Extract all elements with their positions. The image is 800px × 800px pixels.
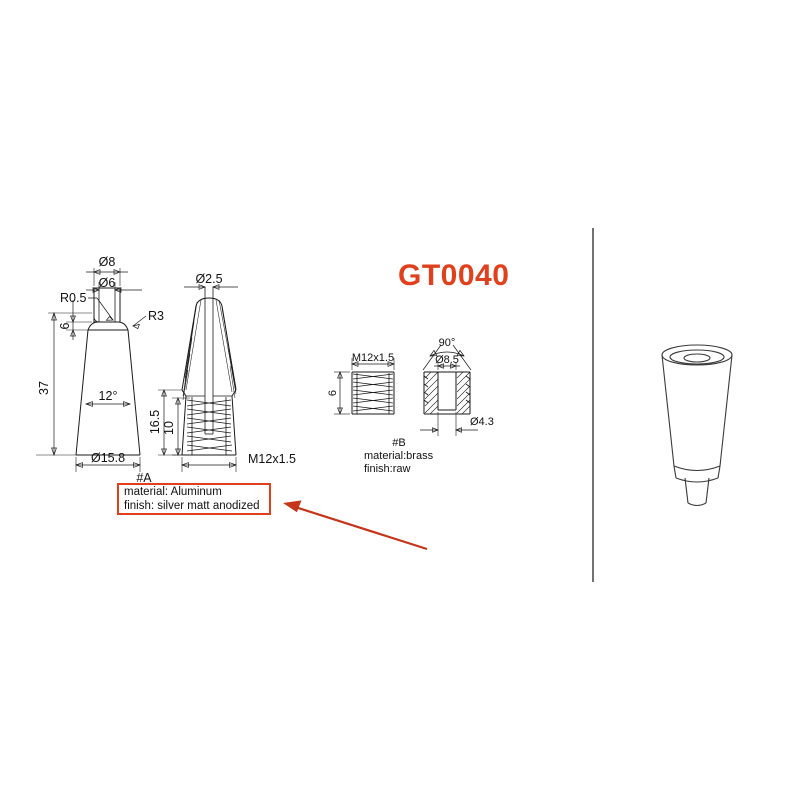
dim-label-thread-spec-a: M12x1.5 [248, 452, 296, 466]
note-a-box: material: Aluminum finish: silver matt a… [117, 483, 271, 515]
dim-label-r05: R0.5 [60, 291, 86, 305]
note-a-finish: finish: silver matt anodized [124, 500, 260, 512]
view-a-geometry [75, 287, 141, 456]
dim-label-taper-angle: 12° [99, 389, 118, 403]
note-a-border [117, 483, 271, 515]
dim-label-countersink-dia: Ø8.5 [435, 354, 459, 366]
note-a-material: material: Aluminum [124, 486, 222, 498]
dim-label-thread-length: 10 [162, 421, 176, 435]
dim-bore-dia: Ø2.5 [184, 272, 238, 290]
dim-label-top-inner-dia: Ø6 [99, 276, 116, 290]
page-title: GT0040 [398, 259, 509, 292]
dim-thread-depth-total: 16.5 [148, 389, 182, 456]
view-a-section-geometry [181, 287, 237, 456]
view-b-finish: finish:raw [364, 463, 411, 475]
dim-label-neck-height: 6 [58, 322, 72, 329]
dim-label-r3: R3 [148, 309, 164, 323]
product-render [661, 344, 733, 507]
view-a-label: #A [136, 471, 152, 485]
dim-top-outer-dia: Ø8 [86, 255, 128, 286]
dim-label-top-outer-dia: Ø8 [99, 255, 116, 269]
dim-thread-length: 10 [162, 397, 190, 456]
dim-label-base-dia: Ø15.8 [91, 451, 125, 465]
dim-label-thread-depth-total: 16.5 [148, 410, 162, 434]
dim-label-bore-dia: Ø2.5 [195, 272, 222, 286]
dim-through-dia: Ø4.3 [420, 412, 494, 436]
dim-thread-spec-a: M12x1.5 [180, 452, 296, 472]
dim-top-inner-dia: Ø6 [86, 276, 142, 293]
callout-arrow-head [283, 500, 302, 513]
view-b-section-geometry [423, 371, 471, 415]
dim-label-thread-spec-b: M12x1.5 [352, 352, 394, 364]
view-b-material: material:brass [364, 450, 434, 462]
dim-label-through-dia: Ø4.3 [470, 416, 494, 428]
dim-neck-height: 6 [58, 300, 92, 340]
dim-label-insert-height: 6 [327, 390, 339, 396]
dim-base-dia: Ø15.8 [74, 451, 142, 472]
leader-r3: R3 [132, 309, 164, 330]
dim-insert-height: 6 [327, 371, 350, 415]
view-b-side-geometry [351, 371, 395, 415]
dim-countersink-dia: Ø8.5 [434, 354, 460, 370]
dim-label-countersink-angle: 90° [439, 337, 456, 349]
view-b-label: #B [392, 437, 405, 449]
leader-r05: R0.5 [60, 291, 114, 321]
dim-label-total-height: 37 [37, 381, 51, 395]
callout-arrow [283, 500, 428, 551]
dim-total-height: 37 [36, 311, 92, 457]
dim-thread-spec-b: M12x1.5 [351, 352, 395, 370]
dim-countersink-angle: 90° [422, 337, 472, 371]
dim-taper-angle: 12° [84, 389, 132, 407]
